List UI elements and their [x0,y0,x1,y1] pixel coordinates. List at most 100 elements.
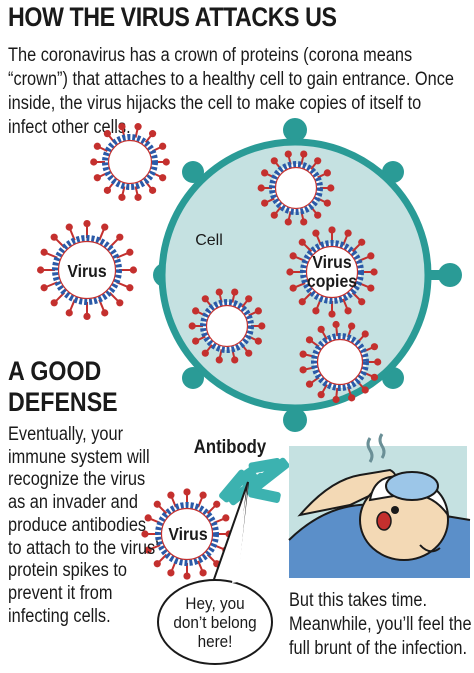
virus-spike-tip [65,223,73,231]
virus-spike-tip [289,284,297,292]
virus-inner-ring [57,240,117,300]
virus-spike-tip [328,310,336,318]
virus-spike-tip [129,266,137,274]
defense-text: Eventually, your immune system will reco… [8,424,159,627]
virus-particle-in-cell-right [299,320,382,404]
virus-spike-tip [188,322,196,330]
bubble-line-2: don’t belong [173,613,256,632]
virus-spike-tip [317,391,325,399]
virus-inner-ring [107,139,153,185]
virus-spike-tip [183,488,191,496]
virus-spike-tip [270,211,278,219]
virus-spike-tip [222,514,230,522]
virus-spike-tip [40,284,48,292]
virus-spike-tip [254,337,262,345]
virus-spike-tip [153,560,161,568]
virus-particle-top-left [90,123,170,201]
virus-spike-tip [215,288,223,296]
virus-spike-tip [118,193,126,201]
virus-spike-tip [159,174,167,182]
virus-spike-tip [374,358,382,366]
virus-spike-tip [167,491,175,499]
cell-label: Cell [195,232,223,249]
virus-spike-tip [37,266,45,274]
sick-person-illustration [288,433,471,578]
virus-spike-tip [201,295,209,303]
virus-spike-tip [134,123,142,131]
speech-bubble [157,481,273,665]
virus-spike-tip [149,130,157,138]
virus-spike-tip [245,349,253,357]
page-title: HOW THE VIRUS ATTACKS US [8,2,337,32]
virus-spike-tip [344,307,352,315]
virus-spike-tip [258,322,266,330]
virus-spike-tip [298,298,306,306]
virus-body [200,299,254,353]
virus-spike-tip [83,220,91,228]
virus-spike-tip [231,288,239,296]
virus-spike-tip [201,349,209,357]
virus-spike-tip [286,268,294,276]
virus-spike-tip [126,248,134,256]
virus-spike-tip [300,150,308,158]
virus-inner-ring [205,304,249,348]
virus-spike-tip [323,199,331,207]
virus-spike-tip [370,373,379,381]
virus-body [311,333,369,391]
virus-copies-label-2: copies [307,271,357,291]
virus-spike-tip [261,199,269,207]
virus-spike-tip [305,336,314,344]
virus-spike-tip [305,380,314,388]
virus-spike-tip [101,223,109,231]
virus-spike-tip [134,193,142,201]
virus-spike-tip [162,158,170,166]
virus-spike-tip [367,252,375,260]
virus-spike-tip [65,309,73,317]
virus-spike-tip [327,184,335,192]
virus-spike-tip [358,298,366,306]
virus-inner-ring [274,166,318,210]
virus-particle-labeled [37,220,137,320]
virus-spike-tip [159,142,167,150]
virus-spike-tip [116,233,124,241]
virus-body [300,240,364,304]
virus-spike-tip [358,238,366,246]
virus-spike-tip [126,284,134,292]
virus-spike-tip [361,330,369,338]
virus-spike-tip [231,356,239,364]
virus-spike-tip [261,169,269,177]
virus-spike-tip [270,157,278,165]
virus-spike-tip [93,142,101,150]
defense-virus-label: Virus [168,524,207,544]
virus-spike-tip [289,252,297,260]
virus-inner-ring [316,338,364,386]
virus-spike-tip [101,309,109,317]
virus-spike-tip [144,546,152,554]
virus-spike-tip [149,186,157,194]
virus-spike-tip [213,500,221,508]
virus-body [269,161,323,215]
antibody-label: Antibody [194,436,266,457]
virus-spike-tip [299,350,307,358]
virus-particle-in-cell-left [188,288,266,364]
virus-spike-tip [254,307,262,315]
virus-spike-tip [370,268,378,276]
virus-spike-tip [141,530,149,538]
virus-spike-tip [183,572,191,580]
virus-spike-tip [317,325,325,333]
virus-spike-tip [50,233,58,241]
virus-spike-tip [367,284,375,292]
virus-inner-ring [305,245,359,299]
virus-spike-tip [299,366,307,374]
virus-spike-tip [312,229,320,237]
virus-spike-tip [153,500,161,508]
virus-spike-tip [103,186,111,194]
virus-spike-tip [300,218,308,226]
virus-inner-ring [160,507,214,561]
virus-spike-tip [103,130,111,138]
virus-spike-tip [167,569,175,577]
virus-spike-tip [116,299,124,307]
virus-spike-tip [298,238,306,246]
defense-title: A GOOD DEFENSE [8,356,118,418]
virus-copies-label-1: Virus [312,252,351,272]
